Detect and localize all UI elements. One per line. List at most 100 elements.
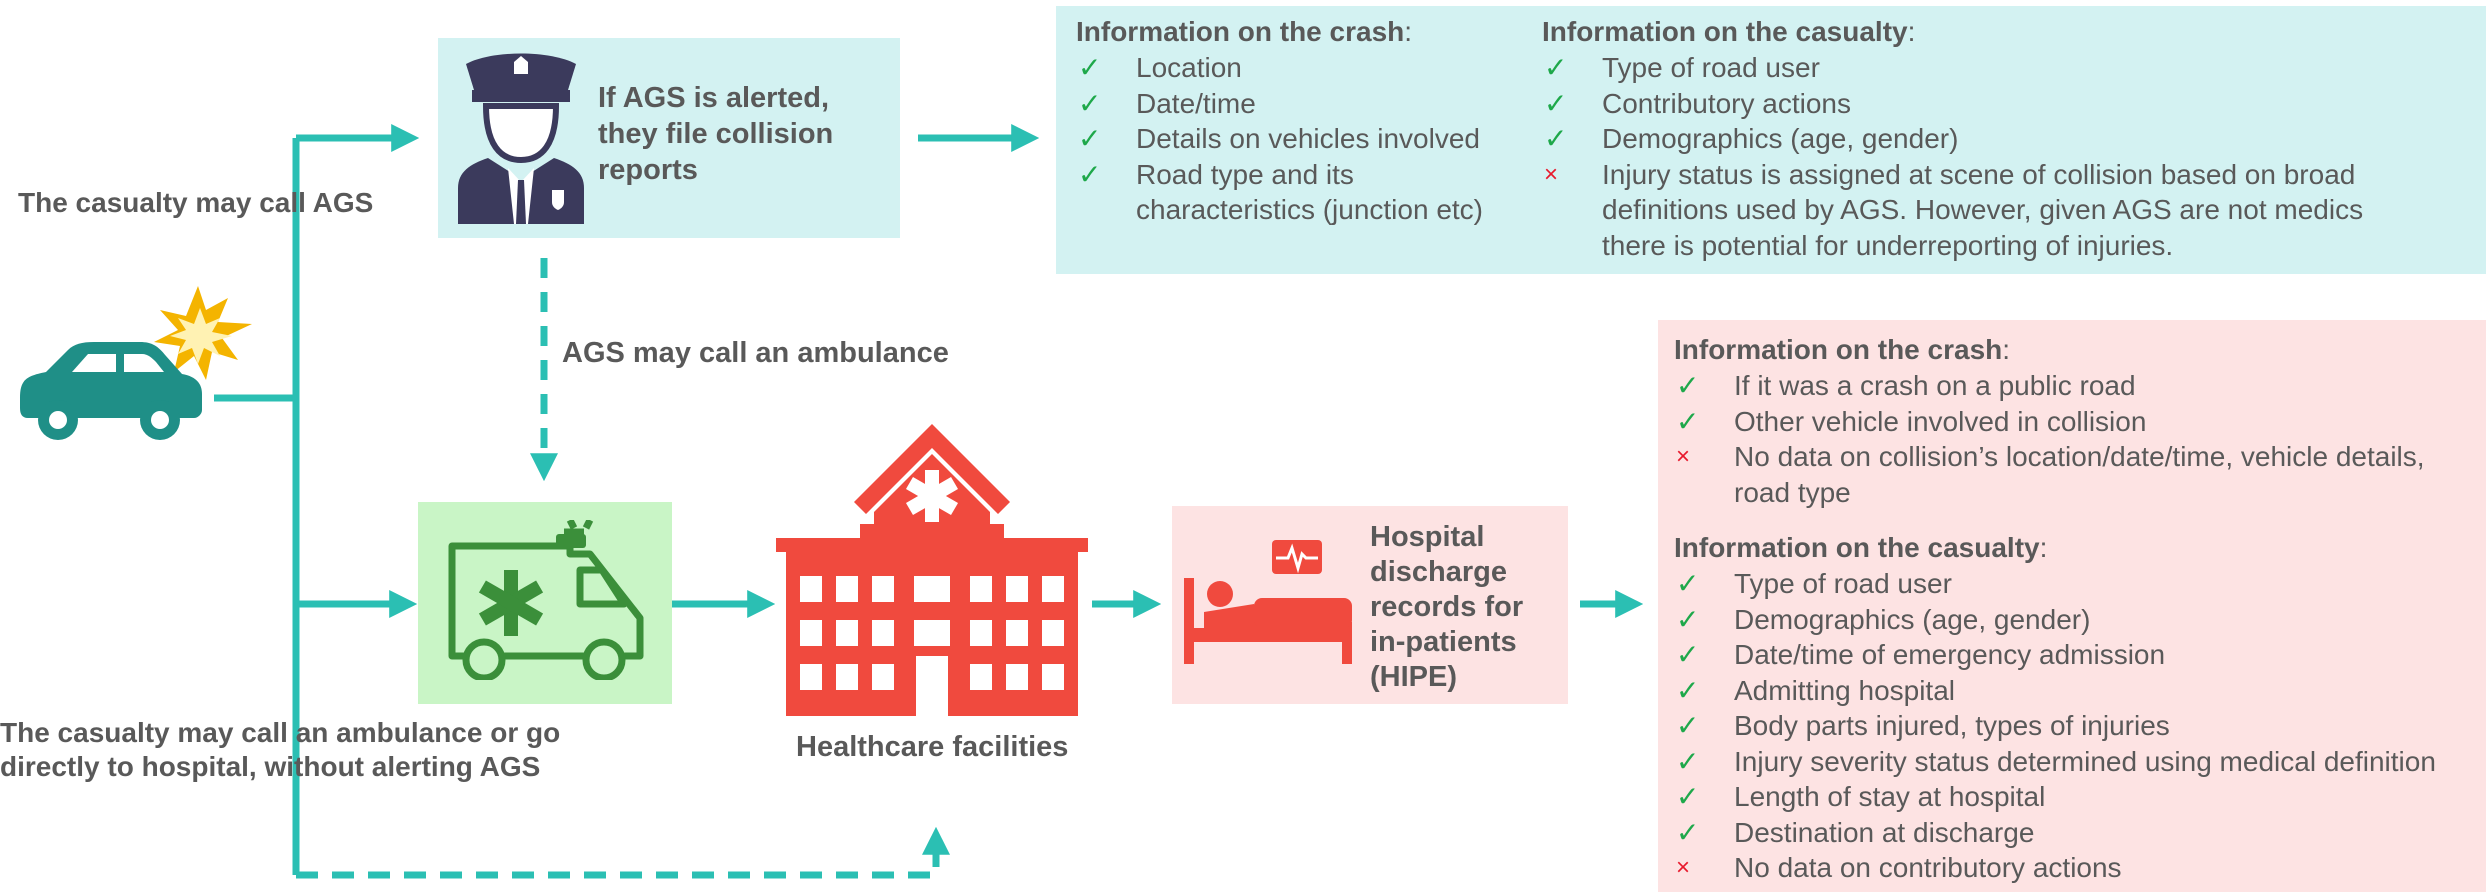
check-icon: ✓ [1544, 87, 1568, 119]
list-item: ✓ Destination at discharge [1674, 815, 2484, 851]
list-item-text: Location [1136, 52, 1242, 83]
list-item: there is potential for underreporting of… [1542, 228, 2482, 264]
list-item-text: Details on vehicles involved [1136, 123, 1480, 154]
hipe-label-line-1: Hospital [1370, 521, 1485, 553]
list-item-text: No data on contributory actions [1734, 852, 2122, 883]
ambulance-icon [448, 520, 644, 680]
hipe-info-panel [1658, 320, 2486, 892]
hipe-crash-title: Information on the crash: [1674, 334, 2011, 365]
list-item: × No data on collision’s location/date/ti… [1674, 439, 2484, 475]
hipe-label: Hospital discharge records for in-patien… [1370, 520, 1523, 695]
ags-casualty-info: Information on the casualty: ✓ Type of ro… [1542, 16, 2482, 263]
list-item-text: If it was a crash on a public road [1734, 370, 2136, 401]
list-item: ✓ Injury severity status determined using… [1674, 744, 2484, 780]
list-item: characteristics (junction etc) [1076, 192, 1536, 228]
hipe-crash-info: Information on the crash: ✓If it was a c… [1674, 334, 2484, 510]
ags-casualty-title: Information on the casualty: [1542, 16, 1916, 47]
list-item-text: No data on collision’s location/date/tim… [1734, 441, 2425, 472]
police-label-line-2: they file collision [598, 118, 834, 150]
cross-icon: × [1676, 443, 1691, 470]
check-icon: ✓ [1676, 674, 1700, 706]
list-item: ✓ Road type and its [1076, 157, 1536, 193]
dashed-arrow-to-hospital [296, 826, 950, 879]
list-item-text: Demographics (age, gender) [1734, 603, 2091, 635]
list-item-text: characteristics (junction etc) [1136, 194, 1484, 225]
hipe-box [1172, 506, 1568, 704]
list-item: × No data on contributory actions [1674, 850, 2484, 886]
list-item-text: Injury severity status determined using … [1734, 745, 2436, 777]
police-label: If AGS is alerted, they file collision r… [598, 80, 833, 188]
call-ambulance-line-1: The casualty may call an ambulance or go [0, 717, 561, 748]
hospital-bed-icon [1184, 540, 1352, 664]
check-icon: ✓ [1676, 745, 1700, 777]
hipe-label-line-3: records for [1370, 591, 1524, 623]
list-item: ✓ Type of road user [1674, 566, 2484, 602]
list-item: definitions used by AGS. However, given … [1542, 192, 2482, 228]
list-item: ✓ Type of road user [1542, 50, 2482, 86]
ags-info-panel [1056, 6, 2486, 274]
cross-icon: × [1544, 160, 1559, 188]
list-item: ✓ Demographics (age, gender) [1674, 602, 2484, 638]
check-icon: ✓ [1676, 405, 1700, 437]
ags-casualty-list: ✓Type of road user✓Contributory actions✓… [1542, 50, 2482, 263]
list-item-text: Road type and its [1136, 158, 1354, 190]
list-item: ✓ Length of stay at hospital [1674, 779, 2484, 815]
ags-crash-title: Information on the crash: [1076, 16, 1413, 47]
ags-crash-list: ✓ Location ✓ Date/time ✓ Details on vehicles … [1076, 50, 1536, 228]
list-item: ✓ Other vehicle involved in collision [1674, 404, 2484, 440]
police-label-line-3: reports [598, 154, 698, 186]
call-ambulance-label: The casualty may call an ambulance or go… [0, 716, 560, 784]
list-item-text: Demographics (age, gender) [1602, 123, 1959, 154]
list-item-text: Destination at discharge [1734, 816, 2035, 848]
hipe-casualty-title: Information on the casualty: [1674, 532, 2048, 563]
hipe-label-line-2: discharge [1370, 556, 1507, 588]
hipe-crash-list: ✓If it was a crash on a public road✓ Othe… [1674, 368, 2484, 510]
cross-icon: × [1676, 854, 1691, 881]
list-item-text: Body parts injured, types of injuries [1734, 710, 2170, 741]
hipe-label-line-5: (HIPE) [1370, 661, 1457, 693]
list-item: ✓ Contributory actions [1542, 86, 2482, 122]
list-item-text: Admitting hospital [1734, 674, 1956, 706]
list-item-text: Date/time [1136, 87, 1256, 119]
list-item: ✓ Body parts injured, types of injuries [1674, 708, 2484, 744]
list-item-text: Length of stay at hospital [1734, 781, 2046, 812]
list-item: ✓ Details on vehicles involved [1076, 121, 1536, 157]
check-icon: ✓ [1676, 710, 1700, 741]
list-item-text: Contributory actions [1602, 87, 1852, 119]
list-item-text: Type of road user [1734, 568, 1952, 599]
ags-ambulance-label: AGS may call an ambulance [562, 337, 949, 369]
hipe-casualty-info: Information on the casualty: ✓ Type of ro… [1674, 532, 2484, 886]
hospital-building-icon [776, 424, 1088, 716]
call-ambulance-line-2: directly to hospital, without alerting A… [0, 751, 541, 782]
check-icon: ✓ [1676, 781, 1700, 812]
check-icon: ✓ [1544, 123, 1568, 154]
police-label-line-1: If AGS is alerted, [598, 82, 829, 114]
list-item-text: Other vehicle involved in collision [1734, 405, 2147, 437]
hipe-casualty-list: ✓ Type of road user ✓ Demographics (age, ge… [1674, 566, 2484, 886]
police-officer-icon [458, 53, 584, 224]
list-item: ✓ Location [1076, 50, 1536, 86]
list-item-text: definitions used by AGS. However, given … [1602, 194, 2364, 225]
check-icon: ✓ [1676, 603, 1700, 635]
list-item-text: Injury status is assigned at scene of co… [1602, 158, 2356, 190]
check-icon: ✓ [1676, 816, 1700, 848]
check-icon: ✓ [1078, 87, 1102, 119]
check-icon: ✓ [1544, 52, 1568, 83]
check-icon: ✓ [1676, 639, 1700, 670]
check-icon: ✓ [1078, 123, 1102, 154]
hipe-label-line-4: in-patients [1370, 626, 1517, 658]
list-item: ✓If it was a crash on a public road [1674, 368, 2484, 404]
list-item-text: Date/time of emergency admission [1734, 639, 2166, 670]
check-icon: ✓ [1078, 158, 1102, 190]
list-item: ✓ Date/time of emergency admission [1674, 637, 2484, 673]
ags-crash-info: Information on the crash: ✓ Location ✓ Date… [1076, 16, 1536, 228]
check-icon: ✓ [1078, 52, 1102, 83]
list-item-text: there is potential for underreporting of… [1602, 229, 2174, 261]
list-item: road type [1674, 475, 2484, 511]
check-icon: ✓ [1676, 568, 1700, 599]
list-item: ✓ Demographics (age, gender) [1542, 121, 2482, 157]
list-item: × Injury status is assigned at scene of c… [1542, 157, 2482, 193]
list-item: ✓ Admitting hospital [1674, 673, 2484, 709]
list-item-text: Type of road user [1602, 52, 1820, 83]
